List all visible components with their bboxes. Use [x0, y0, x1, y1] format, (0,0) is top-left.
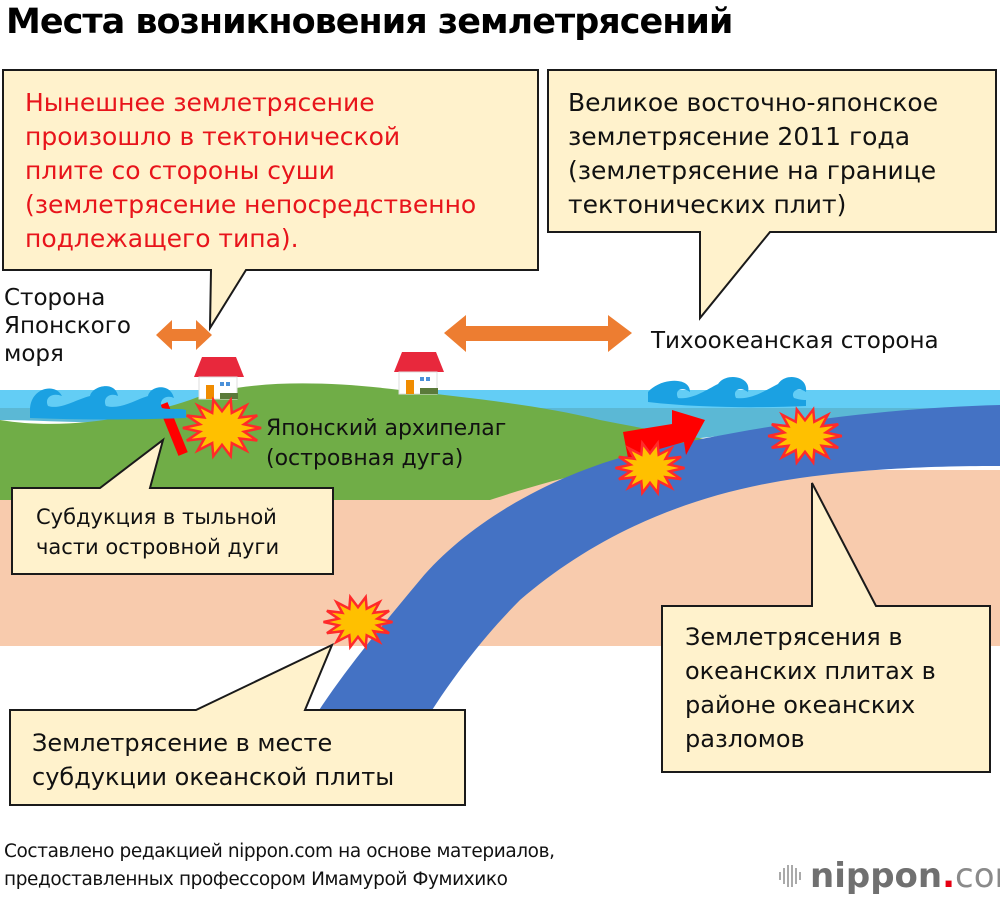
wave-icon — [30, 386, 186, 420]
label-line: Японского — [4, 313, 131, 339]
callout-current-quake-text: Нынешнее землетрясение произошло в текто… — [25, 86, 476, 256]
logo-bars-icon — [778, 858, 804, 898]
label-line: моря — [4, 341, 64, 367]
callout-line: океанских плитах в — [685, 657, 936, 685]
callout-great-east-japan-box — [547, 69, 997, 321]
callout-great-east-japan-text: Великое восточно-японское землетрясение … — [568, 86, 938, 222]
label-line: Сторона — [4, 285, 106, 311]
callout-line: Землетрясения в — [685, 623, 903, 651]
nippon-logo: nippon.com — [778, 856, 1000, 898]
callout-outer-rise-box — [661, 482, 991, 773]
callout-line: разломов — [685, 725, 805, 753]
label-sea-of-japan: Сторона Японского моря — [4, 284, 131, 368]
credit-line: Составлено редакцией nippon.com на основ… — [4, 841, 555, 862]
callout-line: плите со стороны суши — [25, 156, 335, 185]
callout-line: (землетрясение непосредственно — [25, 190, 477, 219]
callout-outer-rise-text: Землетрясения в океанских плитах в район… — [685, 620, 936, 756]
callout-line: (землетрясение на границе — [568, 156, 937, 185]
double-arrow-icon — [156, 320, 212, 350]
page-title: Места возникновения землетрясений — [6, 2, 733, 42]
source-credit: Составлено редакцией nippon.com на основ… — [4, 838, 555, 894]
credit-line: предоставленных профессором Имамурой Фум… — [4, 869, 508, 890]
logo-dot: . — [942, 856, 956, 896]
explosion-burst-icon — [767, 406, 843, 466]
callout-line: районе океанских — [685, 691, 916, 719]
explosion-burst-icon — [182, 396, 262, 460]
callout-oceanic-subduction-box — [9, 642, 466, 806]
callout-line: Землетрясение в месте — [32, 729, 333, 757]
callout-current-quake-box — [2, 69, 539, 332]
callout-line: тектонических плит) — [568, 190, 847, 219]
wave-icon — [648, 377, 807, 408]
double-arrow-icon — [444, 315, 632, 352]
callout-line: произошло в тектонической — [25, 122, 401, 151]
callout-line: Великое восточно-японское — [568, 88, 939, 117]
callout-line: землетрясение 2011 года — [568, 122, 911, 151]
label-archipelago: Японский архипелаг (островная дуга) — [266, 414, 506, 474]
label-pacific-side: Тихоокеанская сторона — [651, 328, 939, 354]
callout-line: субдукции океанской плиты — [32, 763, 395, 791]
house-icon — [194, 357, 244, 400]
callout-oceanic-subduction-text: Землетрясение в месте субдукции океанско… — [32, 726, 394, 794]
callout-line: части островной дуги — [36, 535, 280, 559]
label-line: Японский архипелаг — [266, 416, 507, 441]
house-icon — [394, 352, 444, 395]
label-line: (островная дуга) — [266, 446, 464, 471]
logo-tld: com — [955, 856, 1000, 896]
callout-line: Субдукция в тыльной — [36, 505, 277, 529]
callout-line: подлежащего типа). — [25, 224, 299, 253]
callout-line: Нынешнее землетрясение — [25, 88, 375, 117]
explosion-burst-icon — [323, 593, 393, 651]
logo-brand: nippon — [810, 856, 943, 896]
explosion-burst-icon — [615, 439, 685, 497]
callout-back-arc-text: Субдукция в тыльной части островной дуги — [36, 502, 279, 562]
callout-back-arc-box — [11, 437, 334, 575]
